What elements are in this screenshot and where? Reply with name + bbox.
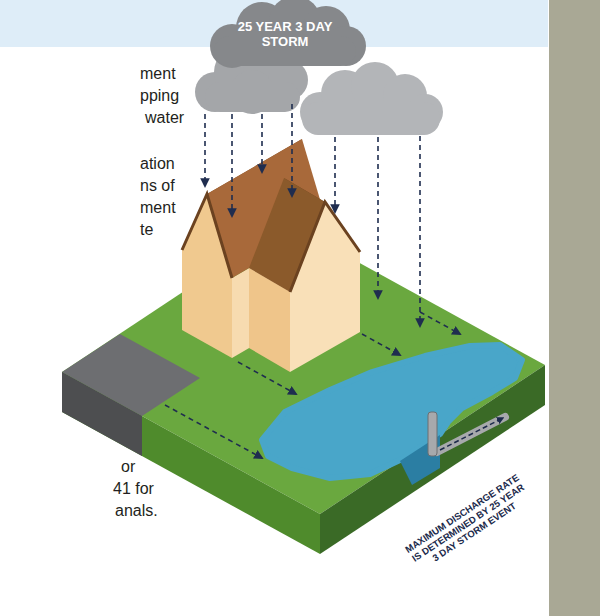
rain-arrow xyxy=(377,137,379,298)
text-fragment: ns of xyxy=(140,176,175,196)
rain-arrow xyxy=(419,136,421,326)
fascia xyxy=(290,202,360,292)
discharge-note: MAXIMUM DISCHARGE RATE IS DETERMINED BY … xyxy=(401,470,536,575)
rain-arrow xyxy=(261,114,263,172)
text-fragment: ation xyxy=(140,154,175,174)
runoff-arrows xyxy=(165,312,460,458)
pipe xyxy=(437,417,505,452)
text-fragment: or xyxy=(121,457,135,477)
runoff-arrow xyxy=(238,362,296,394)
rain-arrow xyxy=(334,137,336,212)
gable-wall xyxy=(182,194,232,358)
pipe-flow xyxy=(440,418,503,450)
house xyxy=(182,139,360,372)
text-fragment: pping xyxy=(140,86,179,106)
storm-label: 25 YEAR 3 DAY STORM xyxy=(237,19,333,49)
runoff-arrow xyxy=(420,312,460,334)
outlet-pipe xyxy=(428,412,505,456)
driveway-edge xyxy=(62,372,142,456)
detention-pond xyxy=(262,345,522,485)
text-fragment: ment xyxy=(140,64,176,84)
rain-cloud xyxy=(300,62,443,135)
riser xyxy=(428,412,437,456)
side-panel xyxy=(549,0,600,616)
text-fragment: te xyxy=(140,220,153,240)
rain-arrow xyxy=(204,114,206,186)
runoff-arrow xyxy=(165,405,262,458)
text-fragment: anals. xyxy=(115,501,158,521)
storm-cloud: 25 YEAR 3 DAY STORM xyxy=(200,0,370,68)
text-fragment: 41 for xyxy=(113,479,154,499)
rain-arrow xyxy=(231,114,233,216)
gable-wall xyxy=(290,202,360,372)
rain-arrow xyxy=(291,104,293,196)
rain-arrows xyxy=(205,104,420,326)
text-fragment: ment xyxy=(140,198,176,218)
storm-text-group: 25 YEAR 3 DAY STORM xyxy=(237,19,333,49)
runoff-arrow xyxy=(362,334,400,355)
cloud-base xyxy=(302,102,440,135)
text-fragment: water xyxy=(145,108,184,128)
cloud-base xyxy=(205,82,300,112)
fascia xyxy=(182,194,232,278)
